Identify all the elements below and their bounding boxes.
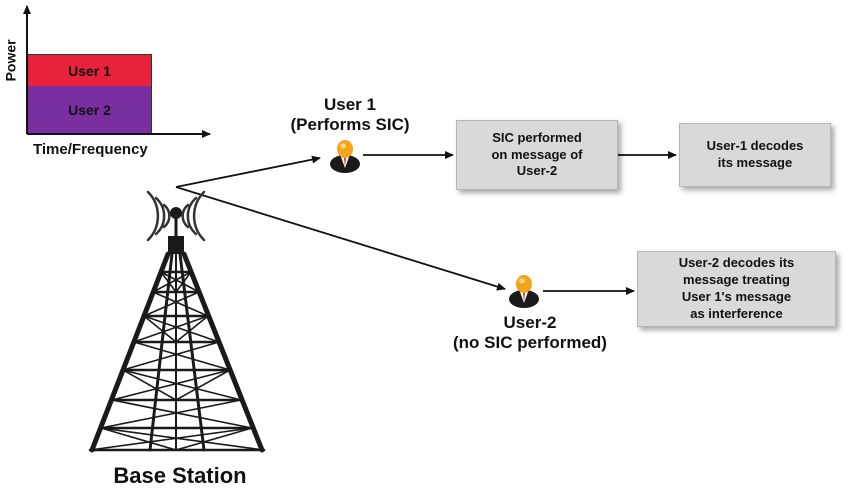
arrow-base-to-user2 [175,186,506,291]
band-user2: User 2 [27,86,152,134]
user2-avatar-icon [509,275,539,308]
user1-note: (Performs SIC) [290,115,410,135]
base-station-label: Base Station [113,463,247,488]
band-user1: User 1 [27,54,152,87]
user1-avatar-icon [330,140,360,173]
user1-label: User 1 (Performs SIC) [270,95,430,136]
sic-step-box: SIC performed on message of User-2 [456,120,618,190]
user1-name: User 1 [324,95,376,114]
cell-tower-icon [88,207,266,453]
user1-decode-text: User-1 decodes its message [706,138,804,170]
user2-decode-text: User-2 decodes its message treating User… [678,255,795,321]
radio-waves-icon [146,190,206,242]
user2-name: User-2 [503,313,557,332]
arrow-base-to-user1 [175,155,321,188]
user1-decode-box: User-1 decodes its message [679,123,831,187]
time-frequency-axis-label: Time/Frequency [33,141,148,158]
sic-step-text: SIC performed on message of User-2 [491,129,583,179]
user2-note: (no SIC performed) [453,333,607,353]
user2-decode-box: User-2 decodes its message treating User… [637,251,836,327]
user2-label: User-2 (no SIC performed) [420,313,640,354]
